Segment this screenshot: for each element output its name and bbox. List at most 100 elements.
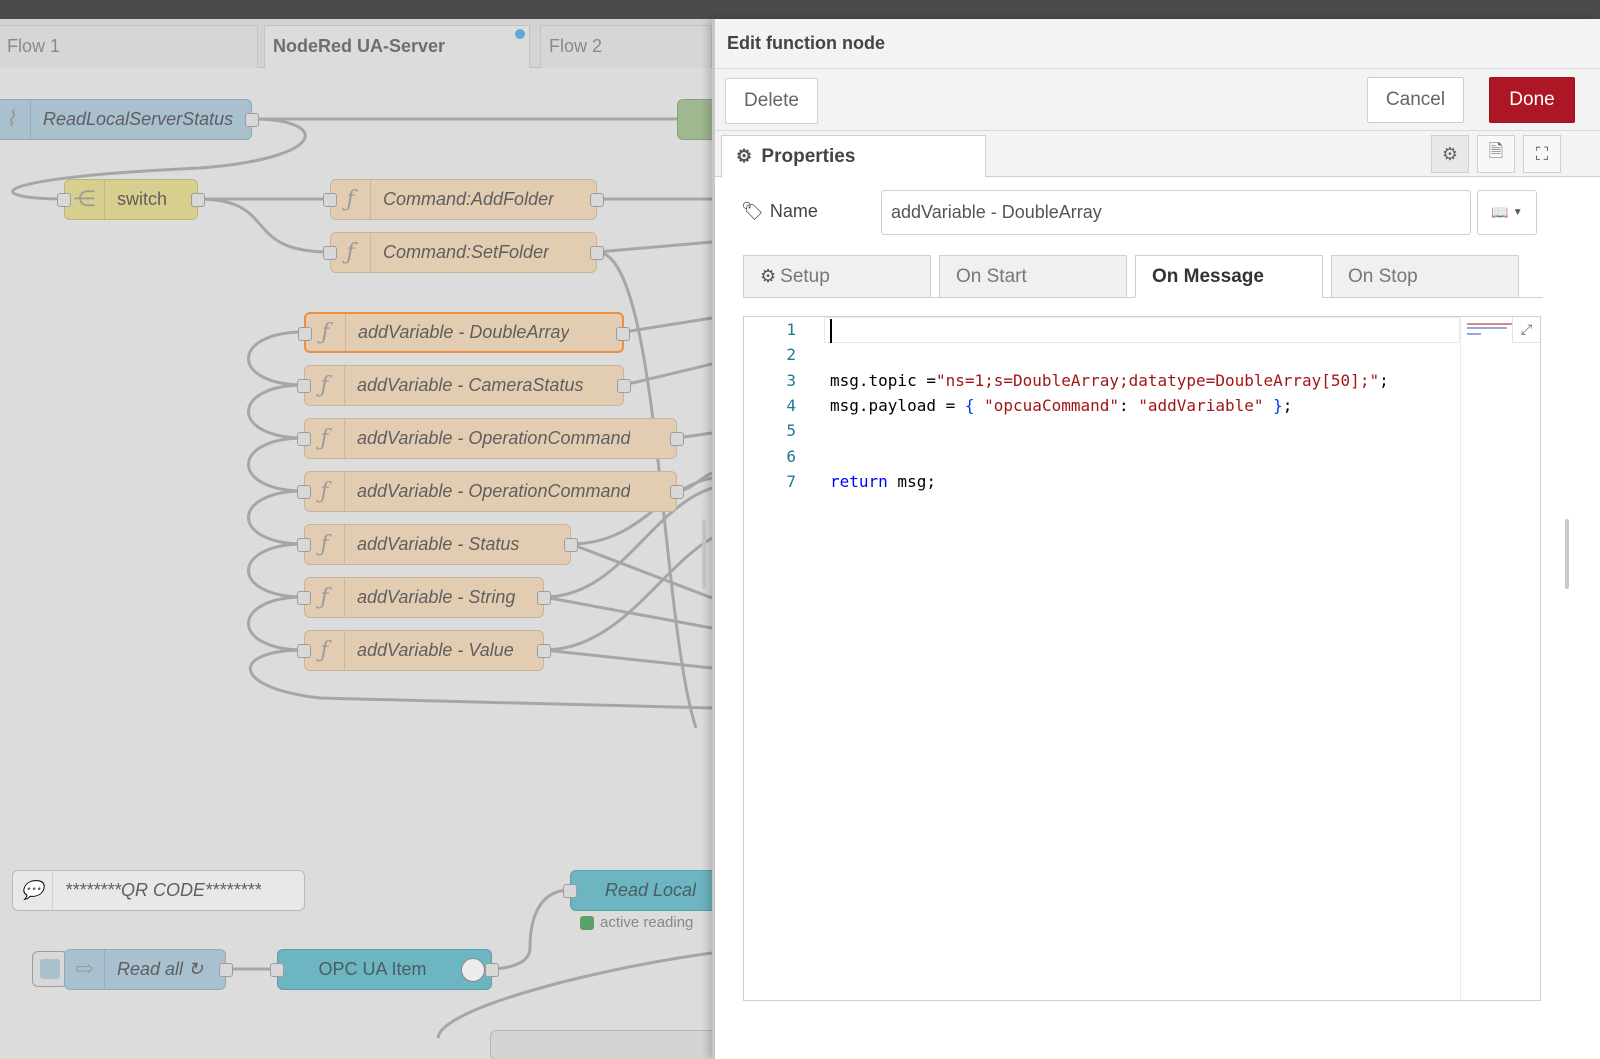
- code-token: msg.topic =: [830, 371, 936, 390]
- flow-canvas[interactable]: ⌇ ReadLocalServerStatus ⋲ switch ƒ Comma…: [0, 68, 712, 1059]
- node-switch[interactable]: ⋲ switch: [57, 179, 205, 220]
- input-port[interactable]: [297, 644, 311, 658]
- output-port[interactable]: [616, 327, 630, 341]
- input-port[interactable]: [323, 246, 337, 260]
- code-minimap[interactable]: [1460, 317, 1540, 1000]
- input-port[interactable]: [297, 379, 311, 393]
- wire[interactable]: [570, 542, 712, 600]
- output-port[interactable]: [670, 432, 684, 446]
- cancel-button[interactable]: Cancel: [1367, 77, 1464, 123]
- node-offscreen-bottom[interactable]: [490, 1030, 712, 1059]
- tab-on-message[interactable]: On Message: [1135, 255, 1323, 298]
- wire[interactable]: [596, 240, 712, 254]
- tab-flow-1[interactable]: Flow 1: [0, 25, 258, 68]
- wire[interactable]: [543, 595, 712, 630]
- input-port[interactable]: [323, 193, 337, 207]
- line-number: 7: [786, 472, 796, 491]
- wire[interactable]: [197, 197, 331, 254]
- name-input[interactable]: [881, 190, 1471, 235]
- output-port[interactable]: [564, 538, 578, 552]
- node-offscreen[interactable]: [677, 99, 712, 140]
- node-read-local-server-status[interactable]: ⌇ ReadLocalServerStatus: [0, 99, 259, 140]
- expand-editor-icon[interactable]: ⤢: [1512, 317, 1540, 343]
- tab-flow-2[interactable]: Flow 2: [540, 25, 712, 68]
- input-port[interactable]: [298, 327, 312, 341]
- input-port[interactable]: [297, 432, 311, 446]
- done-button[interactable]: Done: [1489, 77, 1575, 123]
- tab-properties[interactable]: ⚙ Properties: [721, 135, 986, 178]
- code-token: :: [1119, 396, 1139, 415]
- wire[interactable]: [543, 486, 712, 599]
- node-opc-ua-item[interactable]: OPC UA Item: [270, 949, 499, 990]
- node-addvariable-status[interactable]: ƒ addVariable - Status: [297, 524, 578, 565]
- appearance-frame-icon[interactable]: ⛶: [1523, 135, 1561, 173]
- wire[interactable]: [623, 362, 712, 387]
- wire[interactable]: [491, 888, 571, 971]
- node-label: addVariable - DoubleArray: [358, 322, 570, 342]
- wire[interactable]: [247, 383, 305, 440]
- tab-on-start[interactable]: On Start: [939, 255, 1127, 298]
- function-icon: ƒ: [305, 472, 345, 511]
- input-port[interactable]: [57, 193, 71, 207]
- wire[interactable]: [543, 536, 712, 652]
- node-addvariable-string[interactable]: ƒ addVariable - String: [297, 577, 551, 618]
- flow-tab-bar: Flow 1 NodeRed UA-Server Flow 2: [0, 19, 712, 68]
- node-addvariable-operationcommand[interactable]: ƒ addVariable - OperationCommand: [297, 418, 684, 459]
- node-addvariable-camerastatus[interactable]: ƒ addVariable - CameraStatus: [297, 365, 631, 406]
- function-icon: ƒ: [331, 180, 371, 219]
- current-line-highlight: [824, 317, 1460, 343]
- input-port[interactable]: [270, 963, 284, 977]
- tab-on-stop[interactable]: On Stop: [1331, 255, 1519, 298]
- output-port[interactable]: [590, 246, 604, 260]
- node-addvariable-value[interactable]: ƒ addVariable - Value: [297, 630, 551, 671]
- code-editor[interactable]: 1 2 3 4 5 6 7 msg.topic ="ns=1;s=DoubleA…: [743, 316, 1541, 1001]
- node-comment-qr-code[interactable]: 💬 ********QR CODE********: [12, 870, 305, 911]
- wire[interactable]: [247, 542, 305, 599]
- output-port[interactable]: [617, 379, 631, 393]
- tab-setup[interactable]: ⚙Setup: [743, 255, 931, 298]
- output-port[interactable]: [485, 963, 499, 977]
- inject-trigger-button[interactable]: [32, 951, 68, 987]
- settings-gear-icon[interactable]: ⚙: [1431, 135, 1469, 173]
- output-port[interactable]: [537, 644, 551, 658]
- description-document-icon[interactable]: 🗎: [1477, 135, 1515, 173]
- code-brace: }: [1273, 396, 1283, 415]
- wire[interactable]: [247, 595, 305, 652]
- output-port[interactable]: [219, 963, 233, 977]
- splitter-handle[interactable]: [702, 519, 706, 589]
- output-port[interactable]: [245, 113, 259, 127]
- wire[interactable]: [436, 951, 712, 1039]
- output-port[interactable]: [191, 193, 205, 207]
- wire[interactable]: [248, 648, 712, 710]
- node-read-all[interactable]: ⇨ Read all ↻: [64, 949, 233, 990]
- node-addvariable-doublearray[interactable]: ƒ addVariable - DoubleArray: [298, 312, 630, 353]
- node-addvariable-operationcommand-2[interactable]: ƒ addVariable - OperationCommand: [297, 471, 684, 512]
- output-port[interactable]: [670, 485, 684, 499]
- properties-tab-bar: ⚙ Properties ⚙ 🗎 ⛶: [715, 131, 1600, 178]
- comment-icon: 💬: [13, 871, 53, 910]
- delete-button[interactable]: Delete: [725, 78, 818, 124]
- node-status: active reading: [580, 914, 693, 931]
- tray-resize-handle[interactable]: [1565, 519, 1569, 589]
- input-port[interactable]: [297, 538, 311, 552]
- wire[interactable]: [623, 316, 712, 334]
- node-read-local[interactable]: Read Local: [563, 870, 712, 911]
- wire[interactable]: [247, 436, 305, 493]
- icon-picker-button[interactable]: 📖▼: [1477, 190, 1537, 235]
- output-port[interactable]: [537, 591, 551, 605]
- node-command-setfolder[interactable]: ƒ Command:SetFolder: [323, 232, 604, 273]
- tab-nodered-ua-server[interactable]: NodeRed UA-Server: [264, 25, 530, 68]
- output-port[interactable]: [590, 193, 604, 207]
- flow-workspace[interactable]: Flow 1 NodeRed UA-Server Flow 2: [0, 19, 712, 1059]
- name-label: 🏷Name: [741, 201, 818, 222]
- node-command-addfolder[interactable]: ƒ Command:AddFolder: [323, 179, 604, 220]
- wire[interactable]: [247, 489, 305, 546]
- wire[interactable]: [11, 117, 307, 201]
- node-label: Command:SetFolder: [383, 242, 550, 262]
- input-port[interactable]: [297, 485, 311, 499]
- wire[interactable]: [543, 648, 712, 670]
- input-port[interactable]: [563, 884, 577, 898]
- tab-label: Flow 2: [549, 36, 603, 56]
- input-port[interactable]: [297, 591, 311, 605]
- wire[interactable]: [247, 330, 305, 387]
